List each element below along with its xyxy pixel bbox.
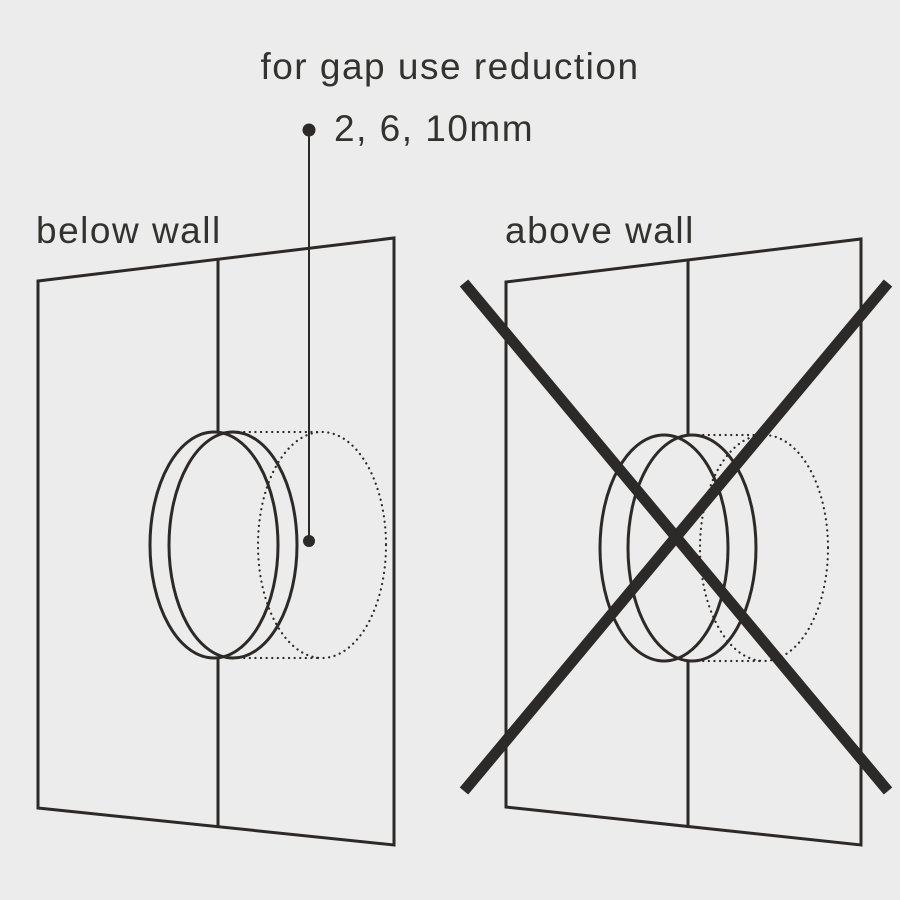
right-panel-label: above wall <box>505 210 695 251</box>
left-panel-illustration <box>36 236 396 847</box>
cross-icon <box>459 279 893 795</box>
annotation-title: for gap use reduction <box>260 46 640 87</box>
left-wall-plate-outline <box>36 236 396 847</box>
right-wall-plate-outline <box>504 237 863 847</box>
left-panel-label: below wall <box>36 210 222 251</box>
left-socket-front-ellipse <box>148 430 280 660</box>
left-socket-ghost-ellipse <box>256 430 388 660</box>
gap-leader <box>302 123 316 547</box>
right-socket-ghost-ellipse <box>698 433 830 663</box>
leader-end-dot-icon <box>303 535 315 547</box>
annotation-value: 2, 6, 10mm <box>334 108 535 149</box>
right-panel-illustration <box>459 237 893 847</box>
right-socket-front-ellipse <box>598 433 730 663</box>
cross-line-2 <box>459 279 893 795</box>
